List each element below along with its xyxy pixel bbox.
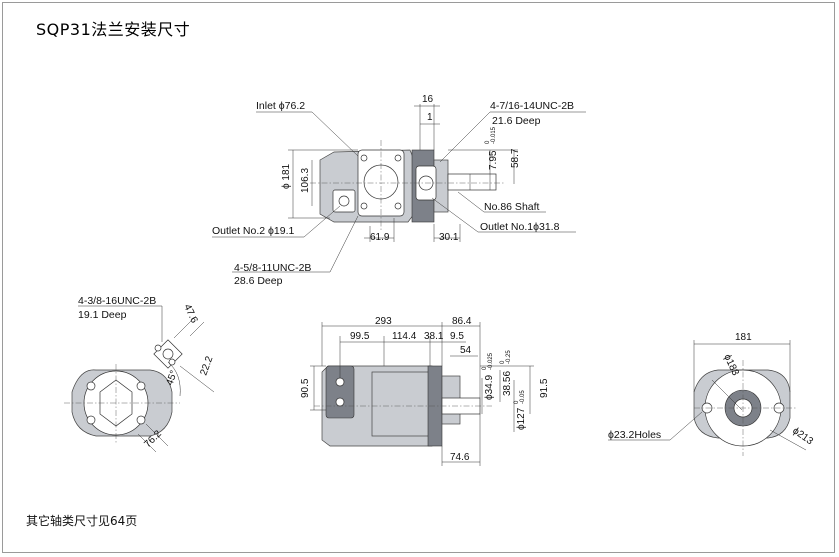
svg-text:-0.05: -0.05 [520, 390, 526, 404]
label-shaft: No.86 Shaft [484, 201, 540, 213]
dim-16: 16 [422, 94, 434, 105]
label-thread-top-depth: 21.6 Deep [492, 115, 541, 127]
label-left-thread: 4-3/8-16UNC-2B [78, 295, 156, 307]
dim-127: ϕ127 [516, 407, 527, 430]
dim-114-4: 114.4 [392, 331, 417, 342]
dim-181-right: 181 [735, 332, 752, 343]
svg-text:0: 0 [514, 400, 520, 404]
top-view: ϕ 181 106.3 61.9 30.1 16 1 7.95 0 -0.015… [212, 94, 586, 287]
footnote: 其它轴类尺寸见64页 [26, 514, 138, 528]
label-thread-bottom: 4-5/8-11UNC-2B [234, 262, 311, 274]
dim-34-9: ϕ34.9 [484, 374, 495, 400]
dim-1: 1 [427, 112, 433, 123]
shaft-top [447, 173, 497, 191]
side-view: 293 86.4 99.5 114.4 38.1 9.5 54 90.5 ϕ34… [300, 316, 550, 466]
label-left-thread-depth: 19.1 Deep [78, 309, 127, 321]
svg-text:-0.015: -0.015 [491, 126, 497, 144]
dim-181-top: ϕ 181 [281, 163, 292, 189]
label-inlet: Inlet ϕ76.2 [256, 100, 305, 112]
dim-22-2: 22.2 [198, 355, 215, 377]
dim-54: 54 [460, 345, 472, 356]
dim-293: 293 [375, 316, 392, 327]
page-title: SQP31法兰安装尺寸 [36, 20, 191, 39]
dim-74-6: 74.6 [450, 452, 470, 463]
inlet-port [363, 164, 399, 200]
dim-106-3: 106.3 [300, 168, 311, 193]
dim-38-56: 38.56 [502, 371, 513, 396]
svg-text:-0.025: -0.025 [488, 352, 494, 370]
dim-38-1: 38.1 [424, 331, 444, 342]
dim-90-5: 90.5 [300, 378, 311, 398]
svg-text:0: 0 [482, 366, 488, 370]
dim-58-7: 58.7 [510, 148, 521, 168]
label-thread-top: 4-7/16-14UNC-2B [490, 100, 574, 112]
dim-61-9: 61.9 [370, 232, 390, 243]
dim-213: ϕ213 [790, 425, 815, 447]
label-holes: ϕ23.2Holes [608, 429, 661, 441]
label-outlet-2: Outlet No.2 ϕ19.1 [212, 225, 295, 237]
label-outlet-1: Outlet No.1ϕ31.8 [480, 221, 560, 233]
svg-text:-0.25: -0.25 [506, 350, 512, 364]
left-end-view: 4-3/8-16UNC-2B 19.1 Deep 47.6 22.2 45° 7… [64, 295, 216, 453]
dim-30-1: 30.1 [439, 232, 459, 243]
right-end-view: 181 ϕ183 ϕ23.2Holes ϕ213 [608, 332, 815, 456]
dim-9-5: 9.5 [450, 331, 464, 342]
dim-7-95: 7.95 [488, 150, 499, 170]
dim-45-deg: 45° [164, 369, 180, 387]
dim-86-4: 86.4 [452, 316, 472, 327]
dim-99-5: 99.5 [350, 331, 370, 342]
svg-text:0: 0 [485, 140, 491, 144]
dim-91-5: 91.5 [539, 378, 550, 398]
dim-47-6: 47.6 [181, 303, 199, 326]
svg-text:0: 0 [500, 360, 506, 364]
label-thread-bottom-depth: 28.6 Deep [234, 275, 283, 287]
